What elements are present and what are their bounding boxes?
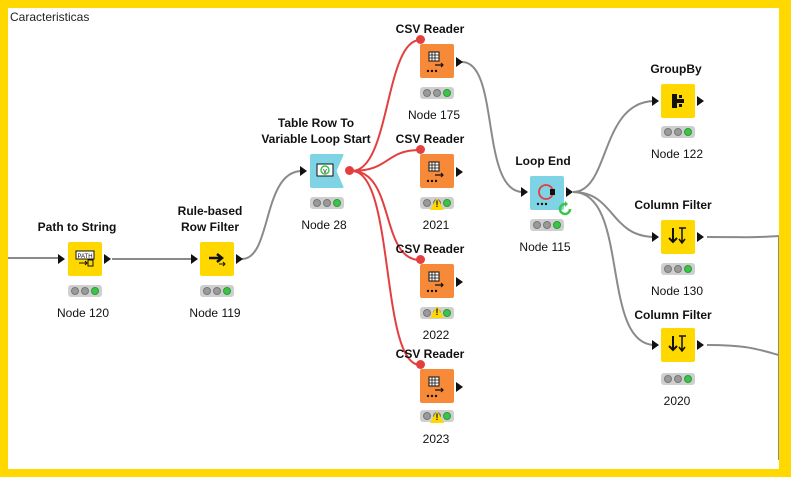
connection-colfilter2-out <box>706 344 783 357</box>
path-icon: PATH <box>75 250 95 267</box>
node-status-lights <box>661 126 695 138</box>
node-title-column-filter: Column Filter <box>634 308 712 322</box>
node-label-175[interactable]: Node 175 <box>407 108 461 122</box>
connection-loopend-to-groupby <box>572 100 656 193</box>
groupby-icon <box>672 94 684 108</box>
connection-loopend-to-colfilter1 <box>572 191 656 238</box>
node-label-130[interactable]: Node 130 <box>650 284 704 298</box>
warning-icon <box>430 411 444 423</box>
node-status-lights <box>661 263 695 275</box>
node-csv-reader-2023[interactable] <box>420 369 454 403</box>
node-status-lights <box>68 285 102 297</box>
node-label-122[interactable]: Node 122 <box>650 147 704 161</box>
node-csv-reader-2021[interactable] <box>420 154 454 188</box>
csv-table-icon <box>426 271 444 293</box>
loop-end-icon <box>536 184 555 206</box>
column-filter-icon <box>668 227 686 245</box>
node-title-groupby: GroupBy <box>650 62 702 76</box>
node-status-lights <box>420 87 454 99</box>
warning-mark: ! <box>435 412 439 422</box>
connection-loopend-to-colfilter2 <box>572 191 656 346</box>
output-port[interactable] <box>456 167 463 177</box>
input-port[interactable] <box>652 232 659 242</box>
output-port[interactable] <box>697 340 704 350</box>
variable-output-port[interactable] <box>345 166 354 175</box>
node-label-28[interactable]: Node 28 <box>301 218 347 232</box>
node-label-2020[interactable]: 2020 <box>663 394 691 408</box>
node-loop-end[interactable] <box>530 176 564 210</box>
node-title-csv-reader: CSV Reader <box>395 242 465 256</box>
filter-arrow-icon <box>209 253 226 267</box>
node-column-filter-2020[interactable] <box>661 328 695 362</box>
node-groupby[interactable] <box>661 84 695 118</box>
input-port[interactable] <box>652 340 659 350</box>
input-port[interactable] <box>191 254 198 264</box>
connection-csv1-to-loopend <box>461 61 524 193</box>
output-port[interactable] <box>456 382 463 392</box>
node-label-2022[interactable]: 2022 <box>422 328 450 342</box>
node-title-csv-reader: CSV Reader <box>395 132 465 146</box>
variable-input-port[interactable] <box>416 360 425 369</box>
variable-input-port[interactable] <box>416 145 425 154</box>
node-column-filter-130[interactable] <box>661 220 695 254</box>
output-port[interactable] <box>697 232 704 242</box>
node-path-to-string[interactable]: PATH <box>68 242 102 276</box>
node-csv-reader-175[interactable] <box>420 44 454 78</box>
node-label-120[interactable]: Node 120 <box>56 306 110 320</box>
warning-mark: ! <box>435 307 439 317</box>
node-status-lights <box>661 373 695 385</box>
input-port[interactable] <box>58 254 65 264</box>
var-connection-to-csv4 <box>351 170 421 366</box>
var-connection-to-csv2 <box>351 149 421 172</box>
warning-icon <box>430 306 444 318</box>
node-title-path-to-string: Path to String <box>37 220 117 234</box>
warning-icon <box>430 198 444 210</box>
output-port[interactable] <box>456 277 463 287</box>
node-csv-reader-2022[interactable] <box>420 264 454 298</box>
node-label-115[interactable]: Node 115 <box>519 240 571 254</box>
node-table-row-to-variable-loop-start[interactable]: v <box>310 154 344 188</box>
variable-input-port[interactable] <box>416 35 425 44</box>
node-status-lights <box>200 285 234 297</box>
svg-text:PATH: PATH <box>77 254 92 260</box>
warning-mark: ! <box>435 199 439 209</box>
output-port[interactable] <box>456 57 463 67</box>
output-port[interactable] <box>566 187 573 197</box>
csv-table-icon <box>426 161 444 183</box>
node-status-lights <box>530 219 564 231</box>
output-port[interactable] <box>236 254 243 264</box>
input-port[interactable] <box>652 96 659 106</box>
node-title-csv-reader: CSV Reader <box>395 22 465 36</box>
node-label-2023[interactable]: 2023 <box>422 432 450 446</box>
variable-input-port[interactable] <box>416 255 425 264</box>
svg-text:v: v <box>323 168 327 175</box>
input-port[interactable] <box>300 166 307 176</box>
node-title-loop-end: Loop End <box>515 154 571 168</box>
output-port[interactable] <box>104 254 111 264</box>
node-status-lights <box>310 197 344 209</box>
connection-colfilter1-out <box>706 235 781 239</box>
connection-rulefilter-to-loopstart <box>241 170 303 260</box>
variable-loop-icon: v <box>316 163 334 177</box>
csv-table-icon <box>426 376 444 398</box>
column-filter-icon <box>668 335 686 353</box>
csv-table-icon <box>426 51 444 73</box>
node-label-2021[interactable]: 2021 <box>422 218 450 232</box>
var-connection-to-csv3 <box>351 170 421 261</box>
node-title-column-filter: Column Filter <box>634 198 712 212</box>
annotation-title: Caracteristicas <box>10 10 90 24</box>
refresh-icon <box>558 201 572 216</box>
node-label-119[interactable]: Node 119 <box>189 306 241 320</box>
output-port[interactable] <box>697 96 704 106</box>
node-rule-based-row-filter[interactable] <box>200 242 234 276</box>
input-port[interactable] <box>521 187 528 197</box>
node-title-csv-reader: CSV Reader <box>395 347 465 361</box>
var-connection-to-csv1 <box>351 39 421 172</box>
